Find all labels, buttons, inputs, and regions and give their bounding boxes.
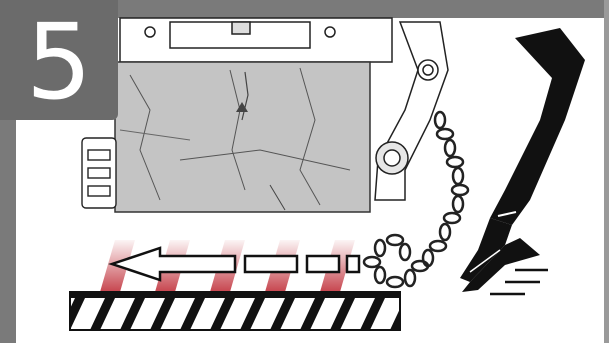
- machine-top-housing: [120, 18, 392, 62]
- ground-hatch-icon: [60, 292, 415, 330]
- left-side-bracket: [82, 138, 116, 208]
- step-number: 5: [26, 10, 92, 114]
- bucket-body: [115, 62, 370, 212]
- step-number-badge: 5: [0, 0, 118, 120]
- hand-icon: [460, 28, 585, 294]
